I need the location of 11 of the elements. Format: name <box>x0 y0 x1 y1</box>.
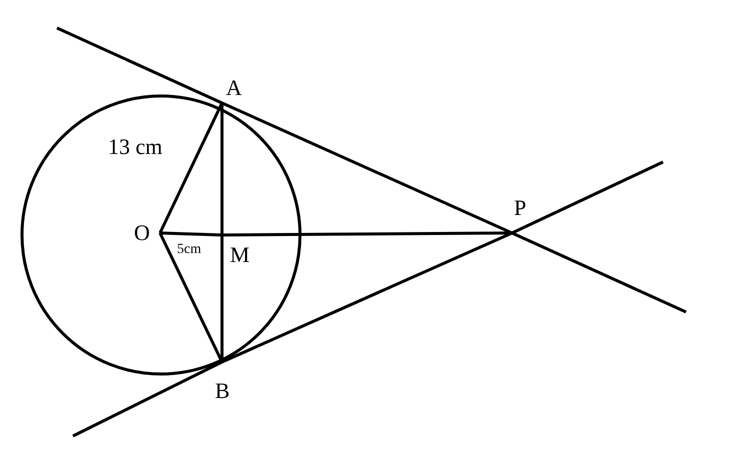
line-segment <box>220 103 224 235</box>
line-segment <box>160 232 222 236</box>
line-segment <box>158 232 224 363</box>
line-segment <box>158 102 224 234</box>
point-label: P <box>514 197 526 219</box>
point-label: B <box>215 380 230 402</box>
line-segment <box>221 102 513 234</box>
line-segment <box>221 232 513 364</box>
point-label: A <box>226 77 242 99</box>
point-label: O <box>134 222 150 244</box>
point-label: M <box>230 244 250 266</box>
